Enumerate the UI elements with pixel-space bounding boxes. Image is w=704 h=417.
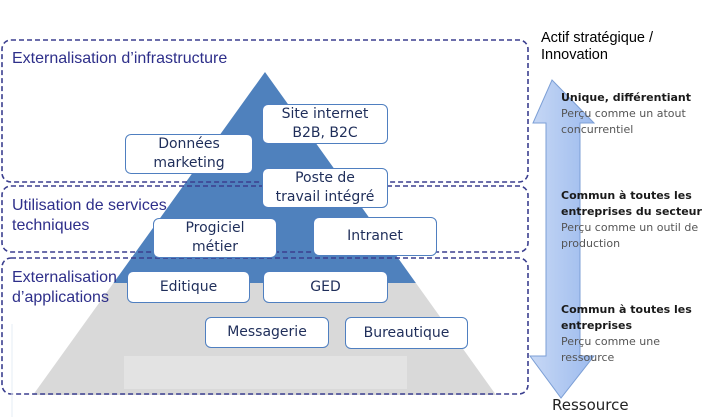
- zone-label-applications: Externalisation d’applications: [12, 269, 117, 306]
- app-box-donnees-marketing: Données marketing: [125, 134, 253, 174]
- level-subtitle: Perçu comme un atout concurrentiel: [561, 107, 686, 136]
- level-title: Commun à toutes les entreprises: [561, 303, 692, 332]
- double-arrow-icon: [529, 79, 596, 399]
- level-description-bottom: Commun à toutes les entreprises Perçu co…: [561, 302, 692, 366]
- level-title: Commun à toutes les entreprises du secte…: [561, 189, 702, 218]
- app-box-poste-de-travail: Poste de travail intégré: [262, 168, 388, 208]
- level-description-middle: Commun à toutes les entreprises du secte…: [561, 188, 702, 252]
- level-subtitle: Perçu comme une ressource: [561, 335, 660, 364]
- level-title: Unique, différentiant: [561, 91, 691, 104]
- app-box-site-internet: Site internet B2B, B2C: [262, 104, 388, 144]
- app-box-ged: GED: [263, 271, 388, 303]
- zone-applications-frame: [1, 257, 529, 395]
- level-description-top: Unique, différentiant Perçu comme un ato…: [561, 90, 691, 138]
- pyramid-base-highlight: [124, 356, 407, 389]
- axis-bottom-label: Ressource: [552, 396, 629, 414]
- app-box-progiciel-metier: Progiciel métier: [153, 218, 277, 258]
- level-subtitle: Perçu comme un outil de production: [561, 221, 699, 250]
- app-box-messagerie: Messagerie: [205, 317, 329, 348]
- axis-top-label: Actif stratégique / Innovation: [541, 30, 654, 63]
- zone-label-infrastructure: Externalisation d’infrastructure: [12, 50, 228, 67]
- app-box-bureautique: Bureautique: [345, 317, 468, 349]
- app-box-editique: Editique: [127, 271, 250, 303]
- app-box-intranet: Intranet: [313, 217, 437, 256]
- zone-services-frame: [1, 185, 529, 253]
- zone-label-services: Utilisation de services techniques: [12, 197, 167, 234]
